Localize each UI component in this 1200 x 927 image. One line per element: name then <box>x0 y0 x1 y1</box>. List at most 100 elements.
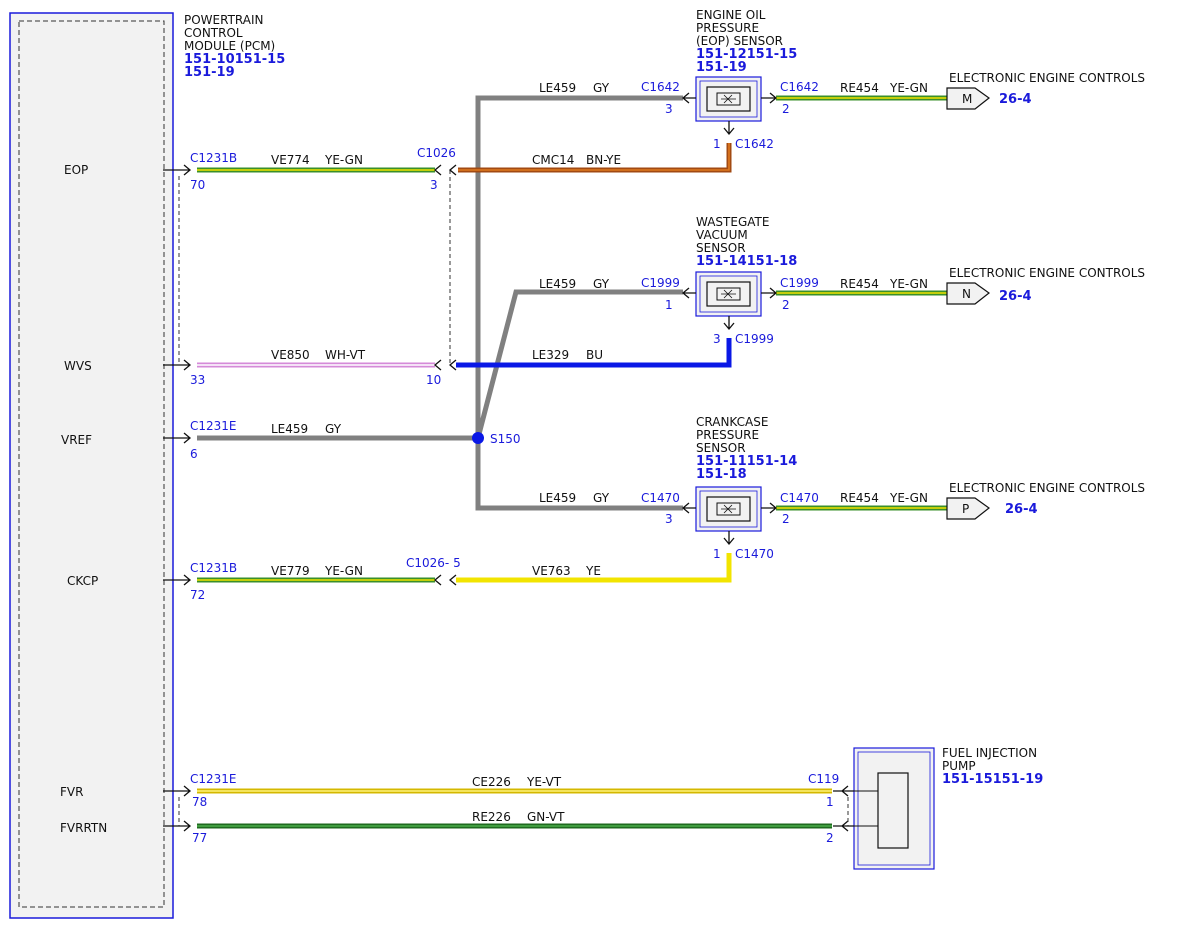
circuit-id: RE454 <box>840 277 879 291</box>
pin-1-c1642: 1 <box>713 137 721 151</box>
connector-c1231e-vref[interactable]: C1231E <box>190 419 237 433</box>
connector-c1642-left[interactable]: C1642 <box>641 80 680 94</box>
crankcase-sensor[interactable] <box>681 486 778 546</box>
eec-ref-n-page[interactable]: 26-4 <box>999 289 1032 304</box>
wire-ve763 <box>456 553 732 583</box>
wvs-title-line-1: WASTEGATE <box>696 215 769 229</box>
ckcp-title-line-1: CRANKCASE <box>696 415 768 429</box>
splice-s150[interactable]: S150 <box>472 432 521 446</box>
circuit-label-ve763: VE763 YE <box>532 564 601 578</box>
connector-c1470-right[interactable]: C1470 <box>780 491 819 505</box>
circuit-label-cmc14: CMC14 BN-YE <box>532 153 621 167</box>
eec-ref-n-letter: N <box>962 287 971 301</box>
pin-3-c1999: 3 <box>713 332 721 346</box>
circuit-id: LE459 <box>539 277 576 291</box>
ckcp-ref-line-2[interactable]: 151-18 <box>696 467 747 482</box>
pcm-pin-wvs: WVS <box>64 359 92 373</box>
circuit-color: GY <box>593 491 610 505</box>
pin-1-c1999: 1 <box>665 298 673 312</box>
pcm-pin-vref: VREF <box>61 433 92 447</box>
circuit-label-le459-vref: LE459 GY <box>271 422 342 436</box>
connector-c119[interactable]: C119 <box>808 772 839 786</box>
connector-c1999-right[interactable]: C1999 <box>780 276 819 290</box>
eop-ref-line-2[interactable]: 151-19 <box>696 60 747 75</box>
circuit-label-re226: RE226 GN-VT <box>472 810 565 824</box>
circuit-id: RE226 <box>472 810 511 824</box>
eec-ref-p-page[interactable]: 26-4 <box>1005 502 1038 517</box>
wire-le459-trunk <box>197 95 683 511</box>
wvs-ref-line-1[interactable]: 151-14151-18 <box>696 254 797 269</box>
pcm-pin-eop: EOP <box>64 163 88 177</box>
connector-c1026-eop[interactable]: C1026 <box>417 146 456 160</box>
circuit-id: LE459 <box>539 81 576 95</box>
pin-72: 72 <box>190 588 205 602</box>
connector-c1231e-fvr[interactable]: C1231E <box>190 772 237 786</box>
circuit-label-le329: LE329 BU <box>532 348 603 362</box>
circuit-id: RE454 <box>840 491 879 505</box>
pin-2-c119: 2 <box>826 831 834 845</box>
circuit-label-ve774: VE774 YE-GN <box>271 153 363 167</box>
circuit-id: VE850 <box>271 348 310 362</box>
eop-title-line-2: PRESSURE <box>696 21 759 35</box>
pcm-pin-arrows <box>163 164 192 832</box>
circuit-label-le459-eop: LE459 GY <box>539 81 610 95</box>
circuit-color: YE-GN <box>889 81 928 95</box>
fuel-injection-pump[interactable] <box>833 747 935 870</box>
pcm-ref-line-2[interactable]: 151-19 <box>184 65 235 80</box>
circuit-label-ce226: CE226 YE-VT <box>472 775 562 789</box>
circuit-id: CE226 <box>472 775 511 789</box>
pcm-pin-fvrrtn: FVRRTN <box>60 821 107 835</box>
wire-le329 <box>456 338 732 368</box>
pcm-pin-ckcp: CKCP <box>67 574 98 588</box>
pin-2-c1999: 2 <box>782 298 790 312</box>
wire-cmc14 <box>458 143 732 173</box>
pin-70: 70 <box>190 178 205 192</box>
connector-c1026-5[interactable]: C1026- 5 <box>406 556 461 570</box>
circuit-id: LE459 <box>271 422 308 436</box>
connector-c1470-bottom[interactable]: C1470 <box>735 547 774 561</box>
circuit-label-re454-eop: RE454 YE-GN <box>840 81 928 95</box>
connector-c1642-right[interactable]: C1642 <box>780 80 819 94</box>
pcm-ref-line-1[interactable]: 151-10151-15 <box>184 52 285 67</box>
ckcp-ref-line-1[interactable]: 151-11151-14 <box>696 454 797 469</box>
circuit-color: YE-VT <box>526 775 562 789</box>
ckcp-title-line-2: PRESSURE <box>696 428 759 442</box>
wastegate-sensor[interactable] <box>681 271 778 331</box>
eec-ref-p-letter: P <box>962 502 969 516</box>
circuit-label-re454-ckcp: RE454 YE-GN <box>840 491 928 505</box>
pump-ref-line-1[interactable]: 151-15151-19 <box>942 772 1043 787</box>
circuit-color: YE <box>585 564 601 578</box>
circuit-color: BU <box>586 348 603 362</box>
eec-ref-m-page[interactable]: 26-4 <box>999 92 1032 107</box>
circuit-color: BN-YE <box>586 153 621 167</box>
pin-3-c1642: 3 <box>665 102 673 116</box>
circuit-label-ve850: VE850 WH-VT <box>271 348 366 362</box>
eec-ref-n[interactable]: N 26-4 ELECTRONIC ENGINE CONTROLS <box>946 266 1145 305</box>
circuit-id: VE779 <box>271 564 310 578</box>
circuit-color: YE-GN <box>889 491 928 505</box>
pin-2-c1470: 2 <box>782 512 790 526</box>
eec-ref-n-title: ELECTRONIC ENGINE CONTROLS <box>949 266 1145 280</box>
eec-ref-m[interactable]: M 26-4 ELECTRONIC ENGINE CONTROLS <box>946 71 1145 110</box>
pin-1-c119: 1 <box>826 795 834 809</box>
circuit-color: YE-GN <box>324 153 363 167</box>
pump-title-line-1: FUEL INJECTION <box>942 746 1037 760</box>
connector-c1231b-eop[interactable]: C1231B <box>190 151 237 165</box>
circuit-color: YE-GN <box>889 277 928 291</box>
connector-c1642-bottom[interactable]: C1642 <box>735 137 774 151</box>
eop-sensor[interactable] <box>681 76 778 136</box>
connector-c1999-left[interactable]: C1999 <box>641 276 680 290</box>
connector-c1470-left[interactable]: C1470 <box>641 491 680 505</box>
eec-ref-p[interactable]: P 26-4 ELECTRONIC ENGINE CONTROLS <box>946 481 1145 520</box>
pin-2-c1642: 2 <box>782 102 790 116</box>
pump-title-line-2: PUMP <box>942 759 976 773</box>
connector-c1231b-ckcp[interactable]: C1231B <box>190 561 237 575</box>
pin-78: 78 <box>192 795 207 809</box>
circuit-id: VE763 <box>532 564 571 578</box>
pin-77: 77 <box>192 831 207 845</box>
pin-3-c1026: 3 <box>430 178 438 192</box>
eop-ref-line-1[interactable]: 151-12151-15 <box>696 47 797 62</box>
circuit-label-le459-ckcp: LE459 GY <box>539 491 610 505</box>
connector-c1999-bottom[interactable]: C1999 <box>735 332 774 346</box>
